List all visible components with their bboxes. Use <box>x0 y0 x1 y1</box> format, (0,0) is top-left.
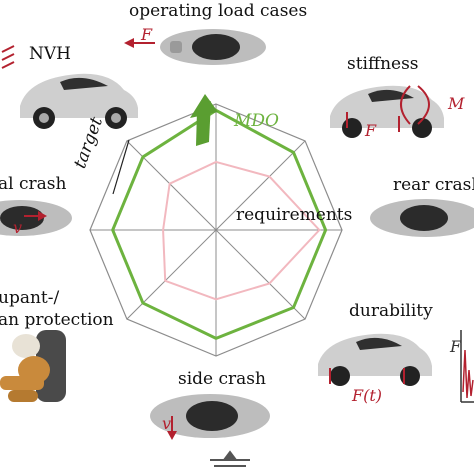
velocity-symbol-left: v <box>13 218 23 237</box>
occupant-protection-label-line1: upant-/ <box>0 288 60 308</box>
nvh-label: NVH <box>29 44 71 64</box>
crash-dummy-icon <box>0 330 66 402</box>
stiffness-label: stiffness <box>347 54 419 74</box>
moment-symbol: M <box>448 94 465 113</box>
mdo-polygon <box>111 108 328 340</box>
requirements-label: requirements <box>236 205 353 225</box>
car-icon-side-crash <box>150 394 270 438</box>
durability-label: durability <box>349 301 433 321</box>
rear-crash-label: rear crash <box>393 175 474 195</box>
plot-force-symbol: F <box>450 337 462 356</box>
moment-icon <box>346 85 430 132</box>
force-arrow-icon <box>124 38 155 48</box>
car-icon-nvh <box>20 73 138 129</box>
car-icon-rear-crash <box>370 199 474 237</box>
car-icon-frontal-crash <box>0 200 72 236</box>
operating-load-cases-label: operating load cases <box>129 1 308 21</box>
radar-axis-line <box>215 140 306 231</box>
vibration-icon <box>1 45 15 69</box>
velocity-arrow-icon <box>24 211 47 221</box>
side-velocity-arrow-icon <box>167 416 177 440</box>
velocity-symbol-bottom: v <box>162 414 172 433</box>
radar-outer-octagon <box>89 103 343 357</box>
frontal-crash-label: al crash <box>0 174 67 194</box>
load-history-plot-icon <box>460 330 474 403</box>
impact-pole-icon <box>210 450 250 467</box>
radar-grid <box>89 103 343 357</box>
side-crash-label: side crash <box>178 369 266 389</box>
car-icon-durability <box>318 333 432 386</box>
target-leader-line <box>112 139 130 195</box>
force-time-symbol: F(t) <box>352 386 383 405</box>
force-symbol-top: F <box>141 25 153 44</box>
mdo-label: MDO <box>234 111 279 131</box>
radar-axis-line <box>126 140 217 231</box>
car-icon-top <box>160 29 266 65</box>
force-arrows-icon <box>329 368 405 384</box>
radar-axis-line <box>126 229 217 320</box>
radar-axis-line <box>215 229 306 320</box>
requirements-polygon <box>162 160 321 301</box>
occupant-protection-label-line2: an protection <box>0 310 114 330</box>
improvement-arrow-icon <box>190 94 218 146</box>
force-symbol-stiffness: F <box>365 121 377 140</box>
